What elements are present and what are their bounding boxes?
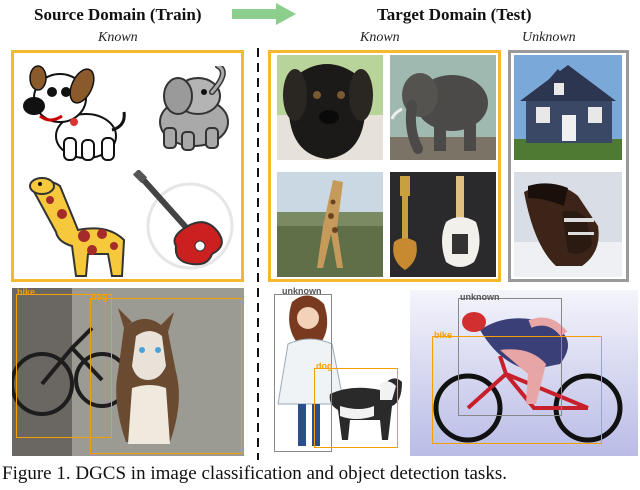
target-guitar-photo (390, 172, 496, 277)
target-domain-title: Target Domain (Test) (377, 5, 532, 24)
source-detection-photo (12, 288, 244, 456)
target-unknown-label: Unknown (522, 30, 576, 45)
target-known-box (268, 50, 501, 282)
target-unknown-label-2: unknown (460, 292, 500, 302)
target-bike-label: bike (434, 330, 453, 340)
target-house-photo (514, 55, 622, 160)
source-bike-label: bike (17, 287, 36, 297)
target-girl-dog-illustration (270, 288, 404, 456)
target-dog-photo (277, 55, 383, 160)
cartoon-elephant-image (140, 66, 236, 156)
target-known-label: Known (360, 30, 400, 45)
domain-divider (256, 48, 260, 460)
target-elephant-photo (390, 55, 496, 160)
figure-caption: Figure 1. DGCS in image classification a… (2, 463, 507, 484)
source-known-box (11, 50, 244, 282)
cartoon-guitar-image (130, 170, 238, 278)
source-known-label: Known (98, 30, 138, 45)
target-unknown-box (508, 50, 629, 282)
target-dog-label: dog (316, 361, 333, 371)
target-unknown-label-1: unknown (282, 286, 322, 296)
cartoon-dog-image (20, 58, 132, 164)
target-horse-photo (514, 172, 622, 277)
source-dog-label: dog (91, 292, 108, 302)
target-giraffe-photo (277, 172, 383, 277)
target-cyclist-illustration (410, 290, 638, 456)
domain-shift-arrow (232, 3, 298, 25)
cartoon-giraffe-image (22, 170, 130, 278)
source-domain-title: Source Domain (Train) (34, 5, 202, 24)
